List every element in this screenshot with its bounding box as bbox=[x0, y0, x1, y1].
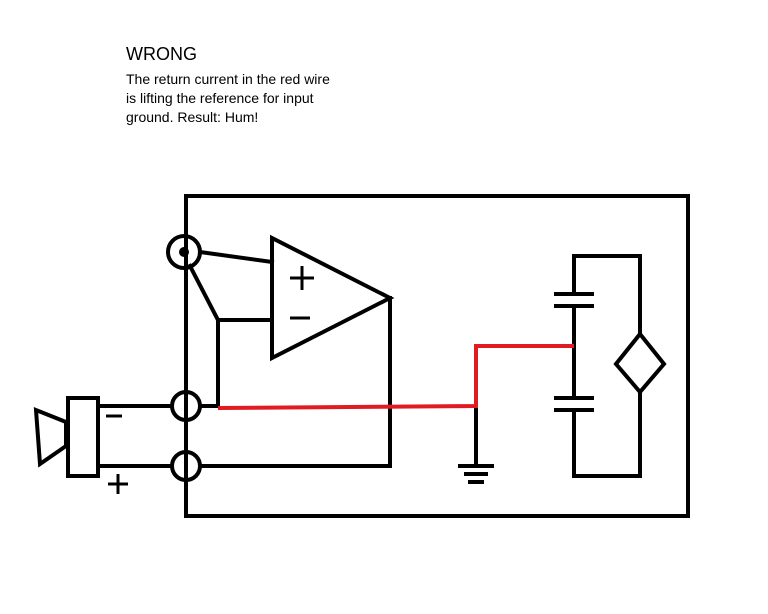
diagram-title: WRONG bbox=[126, 44, 197, 64]
diagram-caption: The return current in the red wire is li… bbox=[126, 70, 386, 127]
caption-line: ground. Result: Hum! bbox=[126, 109, 259, 125]
input-connector-dot bbox=[179, 247, 189, 257]
caption-line: is lifting the reference for input bbox=[126, 90, 314, 106]
wire-plus-input bbox=[197, 249, 275, 265]
caption-line: The return current in the red wire bbox=[126, 71, 330, 87]
jack-plug-body bbox=[66, 396, 100, 478]
rectifier-diamond bbox=[613, 330, 667, 396]
speaker-icon bbox=[33, 406, 68, 468]
wire-diagonal bbox=[187, 263, 221, 323]
opamp-symbol bbox=[270, 234, 395, 362]
return-current-wire bbox=[217, 344, 574, 410]
enclosure-box bbox=[184, 194, 690, 518]
